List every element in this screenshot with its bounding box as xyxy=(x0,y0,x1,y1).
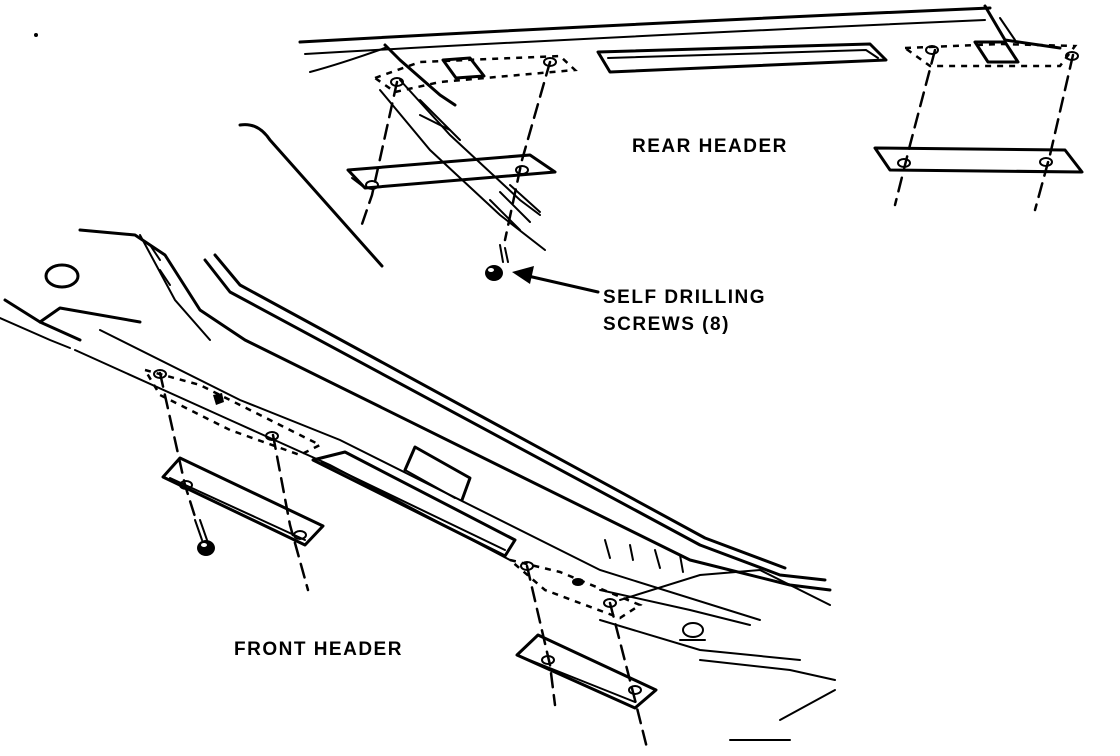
callout-screw xyxy=(485,244,509,281)
rear-screw-paths xyxy=(358,45,1079,242)
roof-panel xyxy=(238,4,1062,268)
rear-header-bracket-left xyxy=(346,153,557,190)
self-drilling-label-line2: SCREWS (8) xyxy=(603,314,730,335)
front-header-label: FRONT HEADER xyxy=(234,639,403,660)
roof-slot-recesses xyxy=(372,40,1078,94)
front-header-bracket-left xyxy=(161,456,325,547)
self-drilling-label-line1: SELF DRILLING xyxy=(603,287,767,308)
front-screw xyxy=(194,519,215,556)
speck xyxy=(34,33,38,37)
front-screw-paths xyxy=(153,369,650,754)
callout-arrow xyxy=(512,266,600,294)
rear-header-label: REAR HEADER xyxy=(632,136,788,157)
front-header-panel xyxy=(0,228,836,741)
front-header-bracket-right xyxy=(515,633,658,710)
